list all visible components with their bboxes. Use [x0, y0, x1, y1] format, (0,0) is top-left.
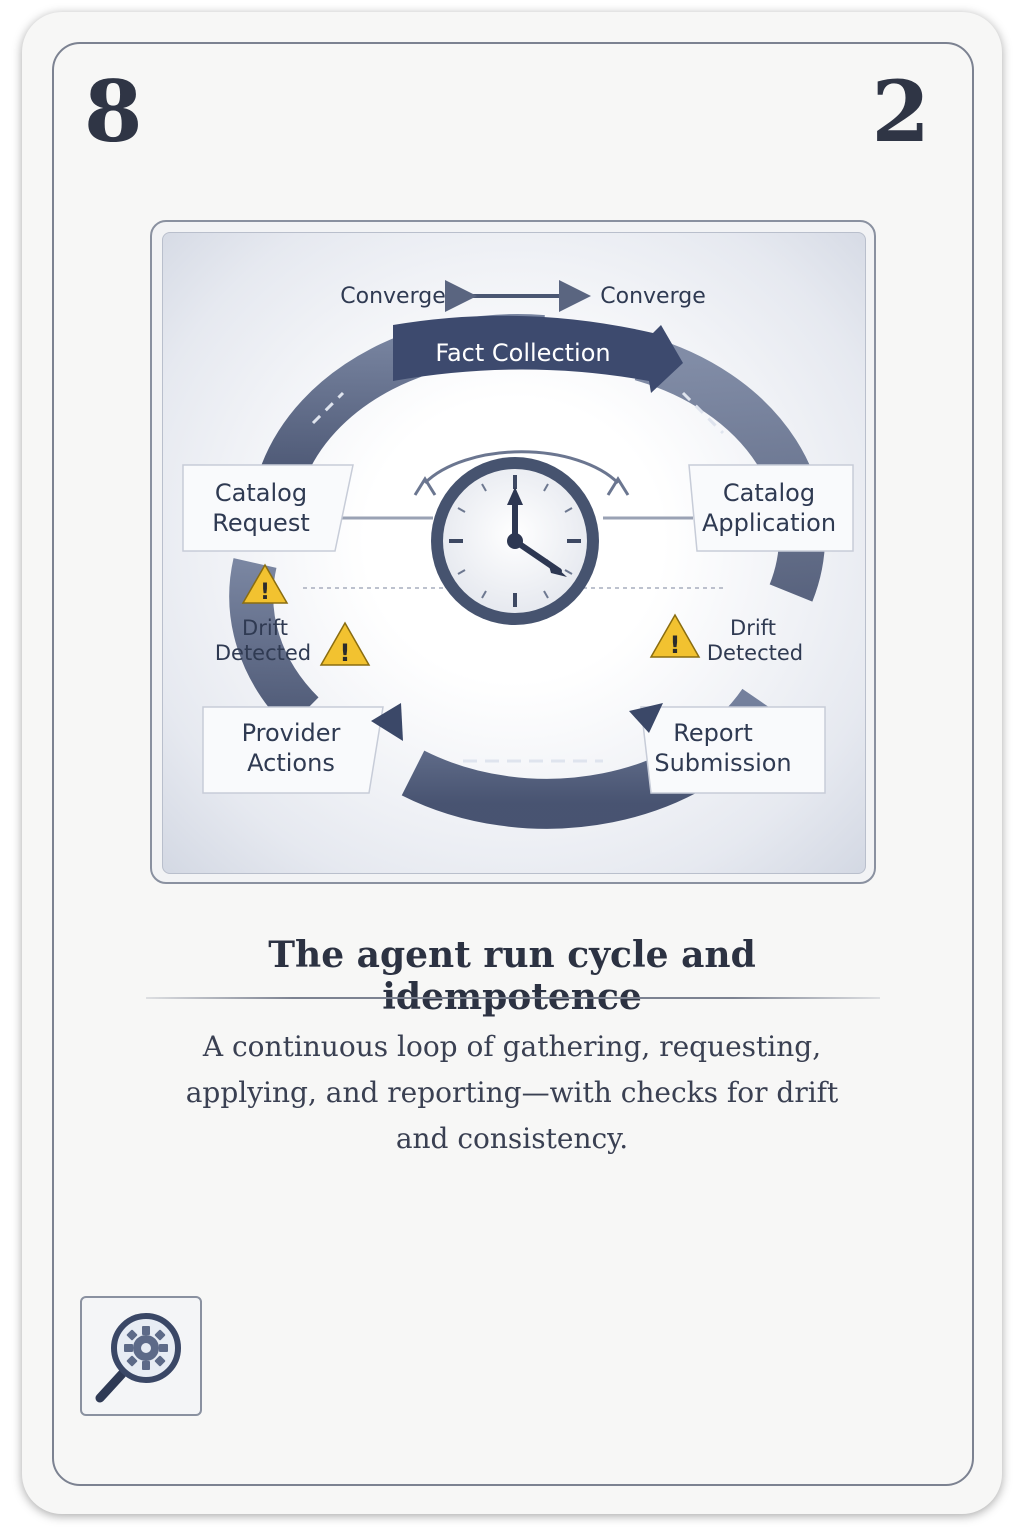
- warning-icon: !: [319, 621, 371, 667]
- catalog-request-label-2: Request: [212, 509, 310, 537]
- title-divider: [146, 997, 880, 999]
- warning-icon: !: [241, 563, 289, 605]
- card-title: The agent run cycle and idempotence: [268, 934, 756, 1018]
- corner-number-right: 2: [871, 62, 930, 161]
- catalog-application-label-2: Application: [702, 509, 836, 537]
- converge-left-label: Converge: [340, 284, 445, 309]
- provider-actions-label-2: Actions: [247, 749, 335, 777]
- corner-number-left: 8: [84, 62, 143, 161]
- svg-text:!: !: [340, 639, 351, 667]
- report-submission-tag: Report Submission: [640, 706, 826, 794]
- drift-left-label-2: Detected: [215, 641, 311, 665]
- catalog-application-tag: Catalog Application: [688, 464, 854, 552]
- clock-icon: [413, 450, 630, 625]
- card-illustration: Fact Collection Converge Converge: [150, 220, 876, 884]
- report-submission-label-1: Report: [673, 719, 753, 747]
- drift-right-label-2: Detected: [707, 641, 803, 665]
- magnifier-gear-icon: [80, 1296, 202, 1416]
- svg-text:!: !: [670, 631, 681, 659]
- drift-left-label-1: Drift: [242, 616, 288, 640]
- game-card: 8 2: [22, 12, 1002, 1514]
- svg-text:!: !: [260, 580, 270, 605]
- catalog-request-label-1: Catalog: [215, 479, 307, 507]
- drift-detected-left: ! Drift Detected !: [215, 563, 371, 667]
- provider-actions-tag: Provider Actions: [202, 706, 384, 794]
- card-border: [52, 42, 974, 1486]
- card-description: A continuous loop of gathering, requesti…: [185, 1030, 839, 1155]
- drift-detected-right: ! Drift Detected: [649, 613, 803, 665]
- warning-icon: !: [649, 613, 701, 659]
- fact-collection-banner: Fact Collection: [393, 315, 683, 393]
- catalog-request-tag: Catalog Request: [182, 464, 354, 552]
- fact-collection-label: Fact Collection: [435, 339, 610, 367]
- converge-right-label: Converge: [600, 284, 705, 309]
- catalog-application-label-1: Catalog: [723, 479, 815, 507]
- report-submission-label-2: Submission: [654, 749, 791, 777]
- drift-right-label-1: Drift: [730, 616, 776, 640]
- provider-actions-label-1: Provider: [242, 719, 341, 747]
- run-cycle-diagram: Fact Collection Converge Converge: [182, 280, 854, 829]
